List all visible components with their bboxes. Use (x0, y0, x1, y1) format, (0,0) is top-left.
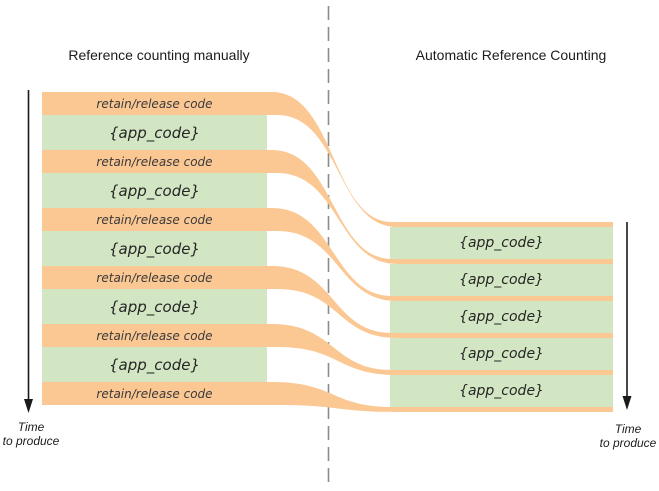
left-time-to-produce-label: Time to produce (2, 420, 60, 448)
retain-release-ribbon (42, 150, 613, 264)
left-app-code-bar: {app_code} (42, 289, 267, 324)
app-code-label: {app_code} (109, 239, 200, 258)
app-code-label: {app_code} (109, 297, 200, 316)
left-column-title: Reference counting manually (68, 47, 250, 63)
app-code-label: {app_code} (459, 383, 544, 399)
right-app-code-bar: {app_code} (390, 375, 613, 407)
left-app-code-bar: {app_code} (42, 173, 267, 208)
left-app-code-bar: {app_code} (42, 115, 267, 150)
retain-release-ribbon (42, 92, 613, 227)
retain-release-ribbon (42, 382, 613, 412)
app-code-label: {app_code} (109, 181, 200, 200)
app-code-label: {app_code} (459, 346, 544, 362)
right-app-code-bar: {app_code} (390, 301, 613, 333)
app-code-label: {app_code} (459, 309, 544, 325)
app-code-label: {app_code} (109, 355, 200, 374)
retain-release-ribbon (42, 208, 613, 301)
right-app-code-bar: {app_code} (390, 338, 613, 370)
left-time-axis-arrow (24, 90, 33, 413)
left-app-code-bar: {app_code} (42, 347, 267, 382)
retain-release-ribbon (42, 266, 613, 338)
right-time-to-produce-label: Time to produce (599, 422, 657, 450)
app-code-label: {app_code} (459, 235, 544, 251)
retain-release-ribbon (42, 324, 613, 375)
right-time-axis-arrow (622, 222, 632, 410)
right-app-code-bar: {app_code} (390, 264, 613, 296)
left-app-code-bar: {app_code} (42, 231, 267, 266)
right-app-code-bar: {app_code} (390, 227, 613, 259)
app-code-label: {app_code} (109, 123, 200, 142)
right-column-title: Automatic Reference Counting (415, 47, 607, 63)
app-code-label: {app_code} (459, 272, 544, 288)
